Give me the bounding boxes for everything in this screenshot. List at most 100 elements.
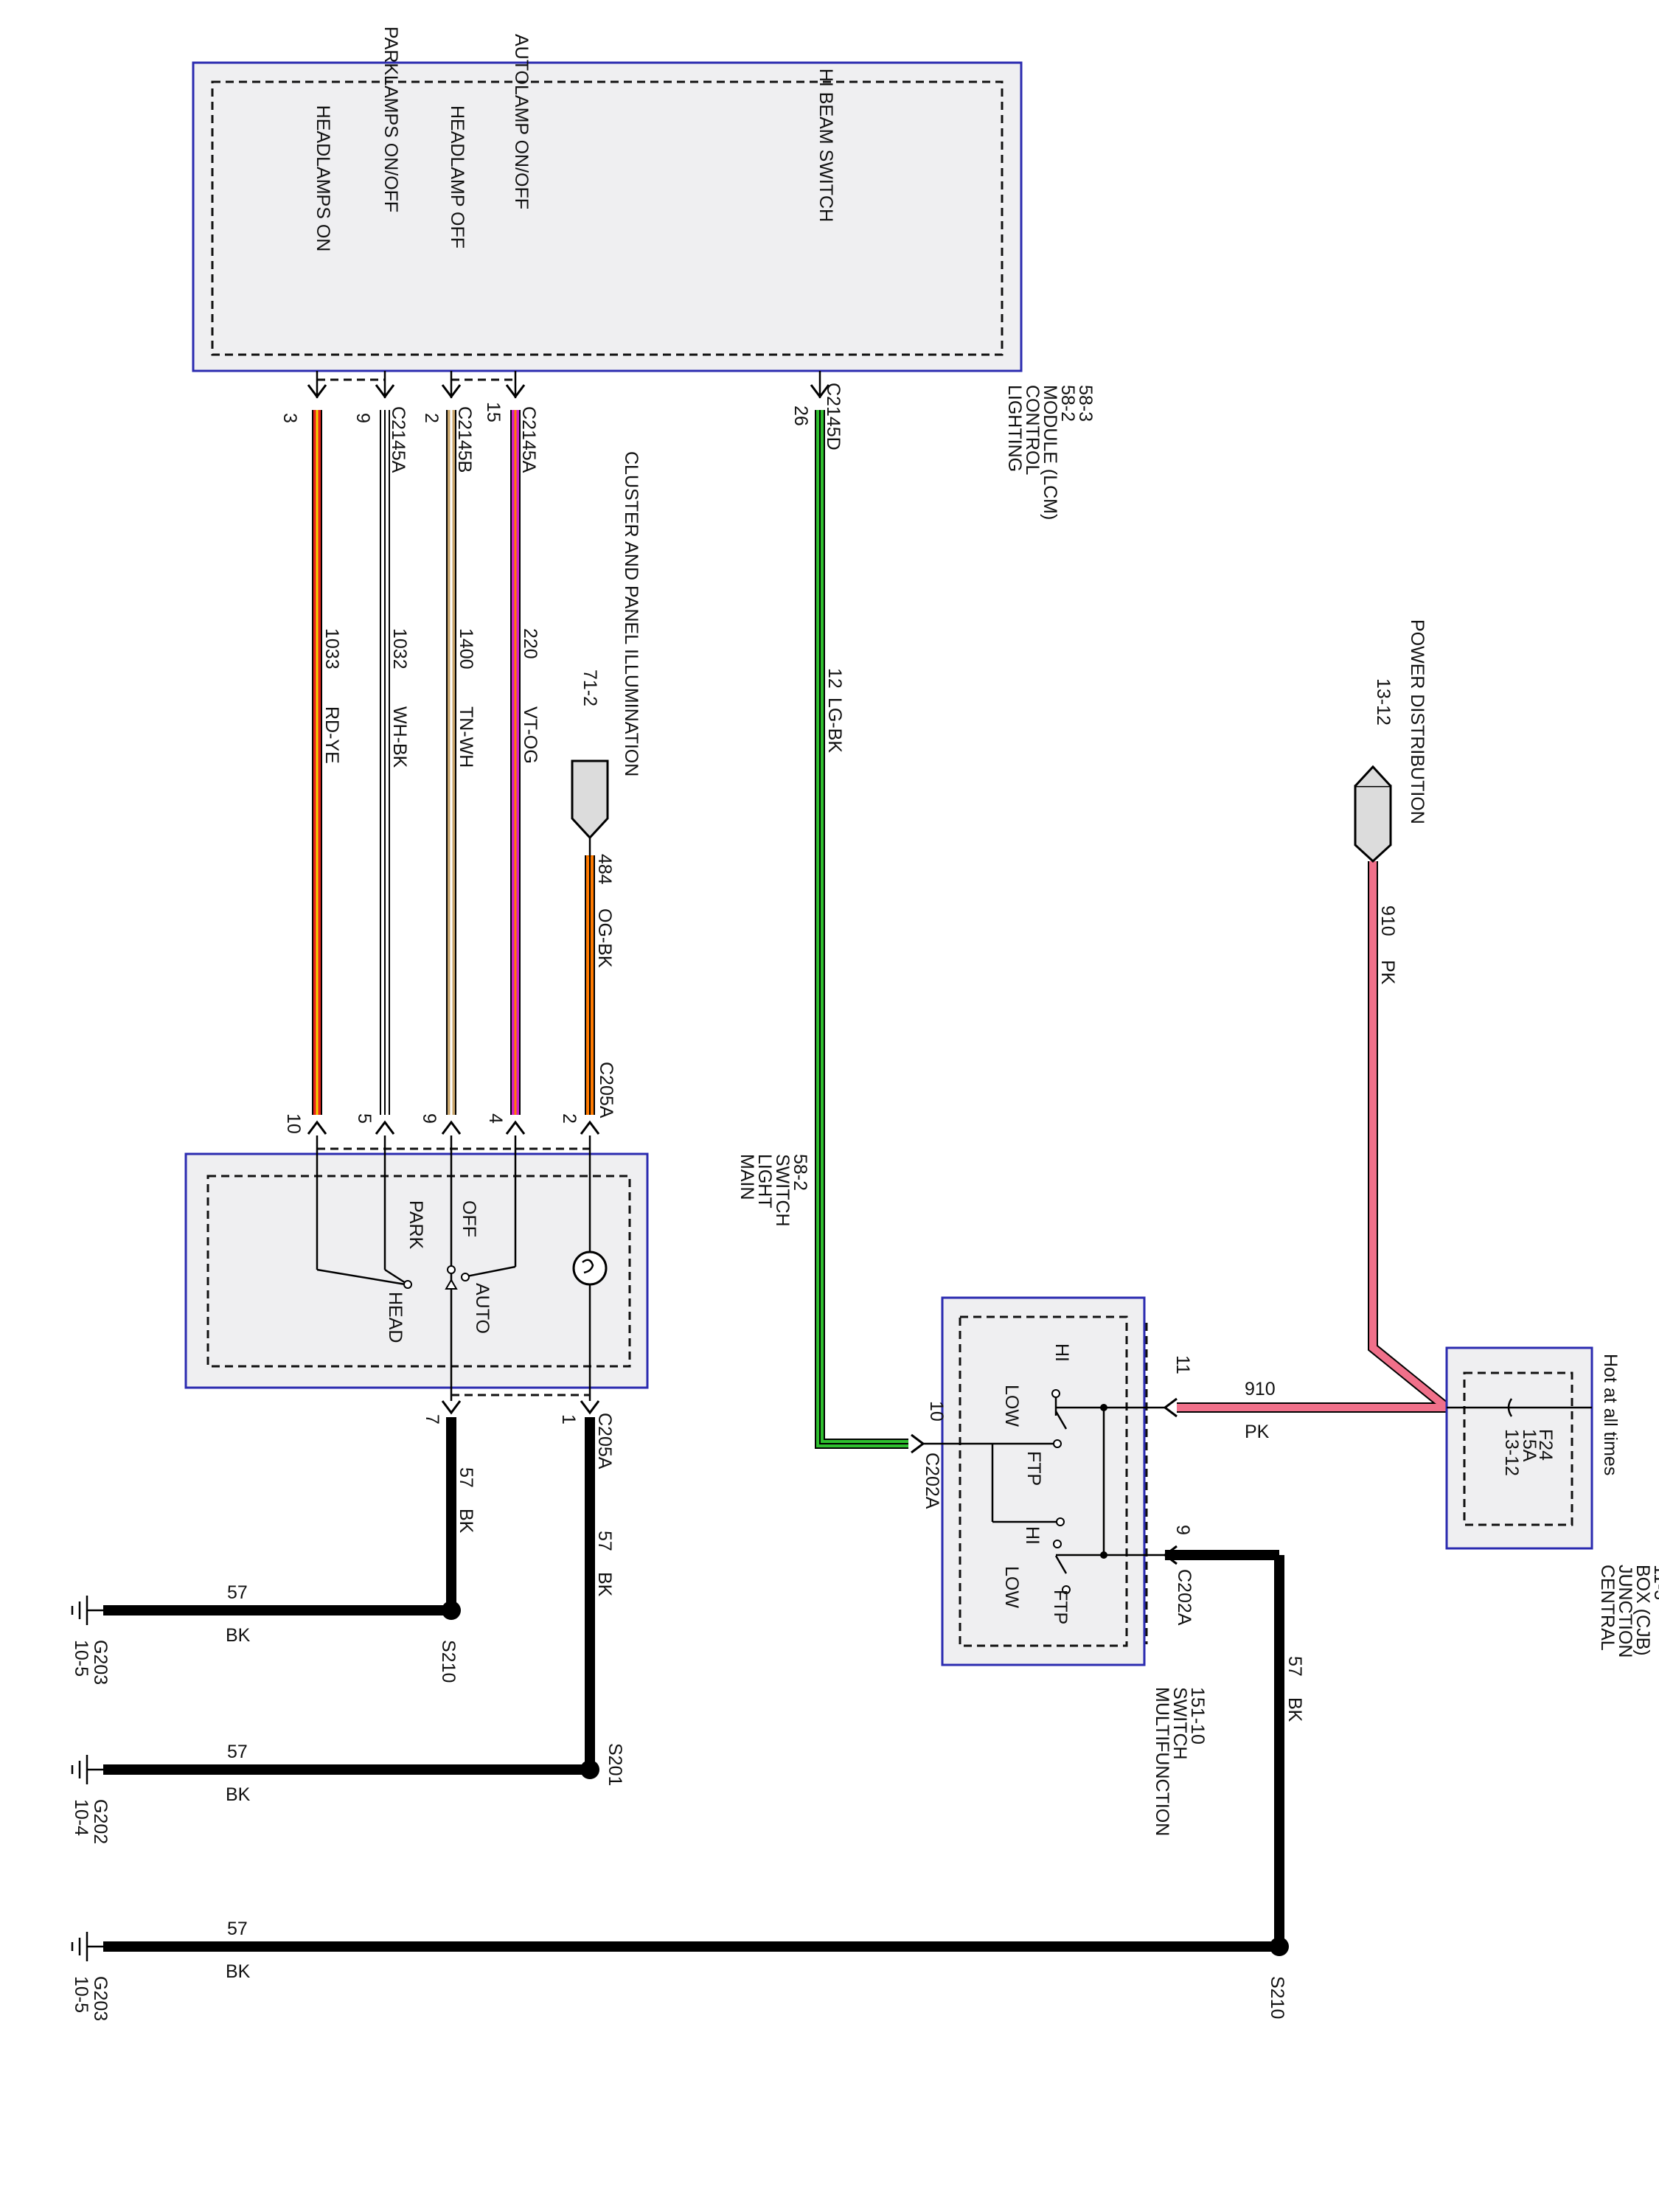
wire-484-color: OG-BK (594, 908, 615, 968)
svg-text:2: 2 (559, 1113, 580, 1124)
wire-910-color-h: PK (1245, 1422, 1270, 1442)
ground-row-2: 57 BK S201 G202 10-4 (71, 1742, 625, 1844)
svg-text:10-5: 10-5 (71, 1640, 91, 1677)
bk-wire-bk-b: BK (594, 1572, 615, 1597)
wire-12-color: LG-BK (824, 698, 845, 753)
svg-text:C2145B: C2145B (454, 406, 475, 473)
svg-text:58-2: 58-2 (790, 1154, 810, 1191)
svg-text:C2145A: C2145A (388, 406, 408, 473)
splice-s210-label-2: S210 (1267, 1976, 1287, 2019)
cjb-name: CENTRAL JUNCTION BOX (CJB) 11-3 (1597, 1565, 1659, 1658)
wire-1032-circuit: 1032 (389, 628, 410, 669)
mfs-connector-left: C202A (922, 1453, 942, 1509)
lcm-connector-chevrons (307, 371, 830, 399)
svg-text:10-4: 10-4 (71, 1799, 91, 1836)
fuse-f24: F24 (1535, 1429, 1556, 1461)
svg-text:2: 2 (421, 413, 442, 423)
splice-s201-label: S201 (605, 1743, 625, 1786)
wire-labels-upper: 1033 RD-YE 1032 WH-BK 1400 TN-WH 220 VT-… (321, 628, 615, 968)
ground-g203-label-1: G203 (90, 1640, 111, 1685)
wire-12-lg-bk: 12 LG-BK (815, 410, 908, 1449)
wire-220-circuit: 220 (520, 628, 540, 659)
svg-text:SWITCH: SWITCH (772, 1154, 793, 1227)
mls-pos-park: PARK (406, 1200, 426, 1250)
svg-text:4: 4 (485, 1113, 506, 1124)
lcm-pin-hi-beam: HI BEAM SWITCH (815, 69, 836, 222)
svg-text:57: 57 (227, 1742, 248, 1762)
mls-top-chevrons (307, 1120, 600, 1150)
svg-text:SWITCH: SWITCH (1169, 1687, 1190, 1760)
cluster-title: CLUSTER AND PANEL ILLUMINATION (621, 451, 641, 776)
wire-484-circuit: 484 (594, 854, 615, 885)
fuse-ref: 13-12 (1501, 1429, 1522, 1476)
svg-text:11: 11 (1172, 1355, 1193, 1374)
power-title: POWER DISTRIBUTION (1407, 619, 1427, 824)
bk-wire-57-a: 57 (456, 1467, 476, 1488)
wire-910-color-v: PK (1377, 960, 1398, 985)
mfs-ftp-1: FTP (1023, 1451, 1044, 1486)
bk-wire-57-c: 57 (1284, 1656, 1305, 1677)
mls-pos-off: OFF (459, 1200, 479, 1237)
hot-at-all-times: Hot at all times (1600, 1354, 1621, 1475)
mls-bottom-connectors: 7 1 C205A (422, 1394, 615, 1470)
svg-text:C2145D: C2145D (823, 383, 844, 451)
svg-text:9: 9 (1172, 1525, 1193, 1535)
svg-text:CENTRAL: CENTRAL (1597, 1565, 1618, 1651)
ground-g202-label: G202 (90, 1799, 111, 1844)
mfs-hi-1: HI (1051, 1343, 1072, 1362)
mls-top-connector: C205A (596, 1062, 616, 1119)
wire-910-circuit-v: 910 (1377, 905, 1398, 936)
svg-text:11-3: 11-3 (1650, 1565, 1659, 1600)
mfs-low-2: LOW (1001, 1566, 1022, 1608)
splice-s201 (580, 1760, 599, 1779)
lcm-pin-headlamps-on: HEADLAMPS ON (313, 105, 333, 252)
svg-text:CONTROL: CONTROL (1022, 385, 1043, 475)
svg-text:MODULE (LCM): MODULE (LCM) (1040, 385, 1060, 520)
mls-pos-auto: AUTO (472, 1283, 493, 1334)
svg-text:3: 3 (279, 413, 300, 423)
svg-text:BK: BK (226, 1784, 251, 1805)
wire-1032-color: WH-BK (389, 706, 410, 768)
mfs-connector-right: C202A (1174, 1569, 1194, 1626)
svg-text:15: 15 (483, 402, 504, 422)
svg-text:9: 9 (419, 1113, 439, 1124)
bk-wire-57-b: 57 (594, 1531, 615, 1551)
wire-220-color: VT-OG (520, 706, 540, 764)
mfs-low-1: LOW (1001, 1385, 1022, 1427)
svg-text:151-10: 151-10 (1187, 1687, 1208, 1745)
ground-g203-label-2: G203 (90, 1976, 111, 2021)
svg-text:9: 9 (352, 413, 373, 423)
wire-1400-color: TN-WH (456, 706, 476, 768)
mls-pos-head: HEAD (385, 1292, 406, 1343)
svg-text:LIGHTING: LIGHTING (1004, 385, 1025, 472)
svg-text:BOX (CJB): BOX (CJB) (1632, 1565, 1653, 1656)
wire-12-circuit: 12 (824, 668, 845, 689)
lighting-control-module: HEADLAMPS ON PARKLAMPS ON/OFF HEADLAMP O… (192, 27, 1096, 520)
svg-text:7: 7 (422, 1414, 442, 1425)
svg-text:MAIN: MAIN (737, 1154, 757, 1200)
svg-text:26: 26 (790, 406, 811, 426)
mfs-hi-2: HI (1022, 1526, 1043, 1545)
wire-910-pk: 910 PK 910 PK (1177, 861, 1461, 1442)
splice-s210-upper (442, 1601, 461, 1620)
mfs-name: MULTIFUNCTION SWITCH 151-10 (1152, 1687, 1208, 1836)
svg-text:10: 10 (283, 1113, 304, 1134)
fuse-15a: 15A (1519, 1429, 1540, 1462)
lcm-name: LIGHTING CONTROL MODULE (LCM) 58-2 58-3 (1004, 385, 1096, 520)
wire-910-circuit-h: 910 (1245, 1379, 1276, 1399)
splice-s210-label-1: S210 (438, 1640, 459, 1683)
splice-s210-lower (1270, 1937, 1289, 1956)
lcm-connector-labels: C2145A C2145B C2145A C2145D (388, 383, 844, 473)
cluster-panel-illumination: CLUSTER AND PANEL ILLUMINATION 71-2 (571, 451, 641, 857)
svg-text:58-3: 58-3 (1075, 385, 1096, 422)
mls-bottom-connector: C205A (594, 1413, 615, 1470)
multifunction-switch: HI LOW FTP HI LOW FTP 11 10 9 C202A C202… (911, 1296, 1208, 1836)
mls-name: MAIN LIGHT SWITCH 58-2 (737, 1154, 810, 1227)
svg-text:57: 57 (227, 1919, 248, 1939)
lcm-pin-numbers: 3 9 2 15 26 (279, 402, 811, 426)
svg-text:1: 1 (558, 1414, 579, 1425)
mls-top-pin-numbers: 10 5 9 4 2 C205A (283, 1062, 616, 1134)
svg-text:MULTIFUNCTION: MULTIFUNCTION (1152, 1687, 1172, 1836)
main-light-switch: PARK OFF AUTO HEAD MAIN LIGHT SWITCH 58-… (184, 1135, 810, 1401)
